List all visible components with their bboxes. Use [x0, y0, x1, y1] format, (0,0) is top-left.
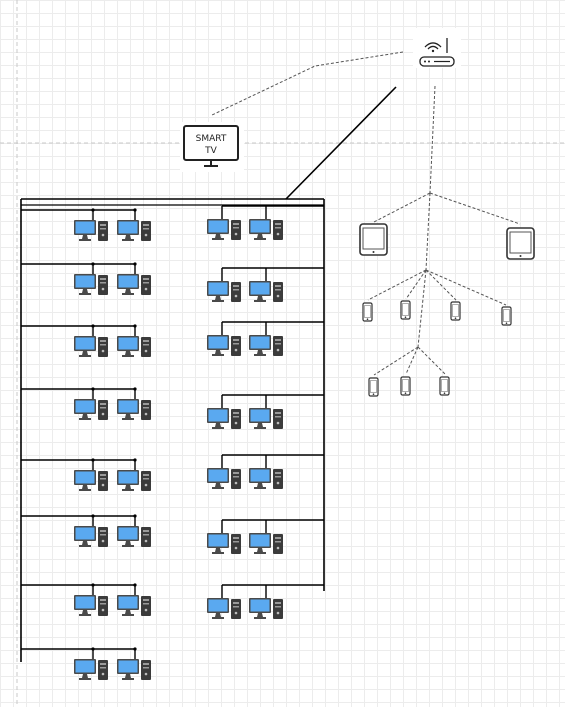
tablet-icon[interactable] [506, 227, 535, 260]
wire-junction [133, 324, 137, 328]
desktop-computer-icon[interactable] [117, 470, 151, 491]
desktop-computer-icon[interactable] [249, 598, 283, 619]
tv-label-line2: TV [204, 146, 217, 156]
desktop-computer-icon[interactable] [207, 219, 241, 240]
desktop-computer-icon[interactable] [249, 468, 283, 489]
wire-junction [91, 647, 95, 651]
wire-junction [91, 387, 95, 391]
desktop-computer-icon[interactable] [207, 468, 241, 489]
wire-junction [91, 514, 95, 518]
smartphone-icon[interactable] [439, 376, 450, 396]
smartphone-icon[interactable] [368, 377, 379, 397]
desktop-computer-icon[interactable] [249, 335, 283, 356]
wire-junction [133, 458, 137, 462]
desktop-computer-icon[interactable] [117, 399, 151, 420]
desktop-computer-icon[interactable] [74, 470, 108, 491]
wifi-router-icon[interactable] [413, 28, 461, 68]
desktop-computer-icon[interactable] [74, 595, 108, 616]
desktop-computer-icon[interactable] [207, 598, 241, 619]
desktop-computer-icon[interactable] [207, 533, 241, 554]
desktop-computer-icon[interactable] [207, 335, 241, 356]
tv-label-line1: SMART [196, 134, 227, 144]
desktop-computer-icon[interactable] [249, 408, 283, 429]
desktop-computer-icon[interactable] [207, 408, 241, 429]
wire-junction [91, 208, 95, 212]
wire-junction [91, 324, 95, 328]
wired-uplink [285, 86, 397, 200]
desktop-computer-icon[interactable] [117, 336, 151, 357]
wire-junction [133, 583, 137, 587]
wire-junction [133, 387, 137, 391]
desktop-computer-icon[interactable] [117, 274, 151, 295]
wire-junction [91, 458, 95, 462]
wire-junction [133, 647, 137, 651]
smartphone-icon[interactable] [450, 301, 461, 321]
desktop-computer-icon[interactable] [117, 220, 151, 241]
desktop-computer-icon[interactable] [249, 533, 283, 554]
desktop-computer-icon[interactable] [74, 399, 108, 420]
desktop-computer-icon[interactable] [117, 659, 151, 680]
desktop-computer-icon[interactable] [249, 281, 283, 302]
desktop-computer-icon[interactable] [74, 526, 108, 547]
desktop-computer-icon[interactable] [117, 595, 151, 616]
desktop-computer-icon[interactable] [249, 219, 283, 240]
desktop-group [74, 219, 283, 680]
wire-junction [133, 262, 137, 266]
smartphone-icon[interactable] [400, 376, 411, 396]
wireless-link-tv [211, 51, 404, 116]
wire-junction [91, 262, 95, 266]
tablet-icon[interactable] [359, 223, 388, 256]
smart-tv-icon[interactable]: SMART TV [180, 122, 244, 172]
desktop-computer-icon[interactable] [74, 336, 108, 357]
desktop-computer-icon[interactable] [74, 274, 108, 295]
smartphone-icon[interactable] [362, 302, 373, 322]
wire-junction [133, 514, 137, 518]
wire-junction [91, 583, 95, 587]
smartphone-icon[interactable] [501, 306, 512, 326]
desktop-computer-icon[interactable] [74, 220, 108, 241]
desktop-computer-icon[interactable] [117, 526, 151, 547]
wire-junction [133, 208, 137, 212]
wireless-tree [367, 85, 521, 376]
desktop-computer-icon[interactable] [207, 281, 241, 302]
desktop-computer-icon[interactable] [74, 659, 108, 680]
smartphone-icon[interactable] [400, 300, 411, 320]
wired-bus [20, 198, 325, 662]
